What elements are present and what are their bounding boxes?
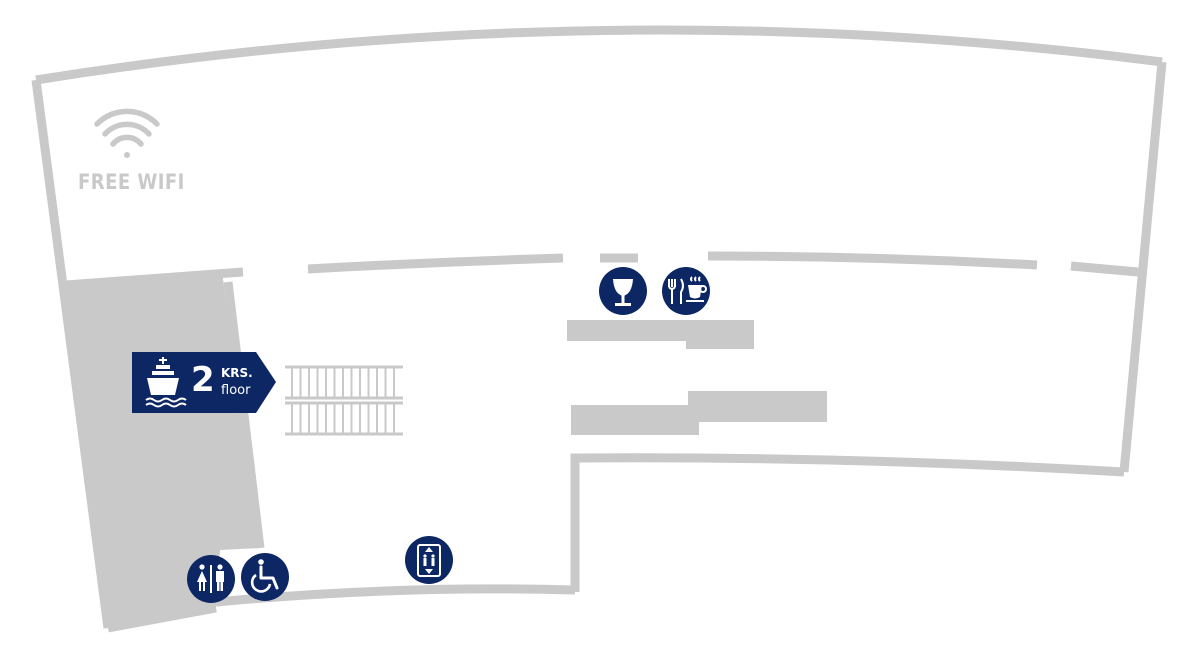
wine-glass-icon[interactable]	[599, 267, 647, 315]
floor-number: 2	[191, 360, 215, 400]
outer-walls	[31, 25, 1167, 633]
escalators	[285, 365, 403, 436]
counters	[567, 320, 827, 435]
elevator-icon[interactable]	[405, 536, 453, 584]
ship-icon	[145, 357, 187, 408]
wifi-icon	[94, 108, 160, 158]
restroom-icon[interactable]	[187, 555, 235, 603]
wheelchair-icon[interactable]	[241, 553, 289, 601]
fork-knife-coffee-icon[interactable]	[662, 267, 710, 315]
wifi-label: FREE WIFI	[78, 170, 185, 194]
inner-walls	[65, 251, 1139, 549]
floor-word: floor	[221, 383, 251, 398]
floor-suffix: KRS.	[221, 366, 253, 380]
